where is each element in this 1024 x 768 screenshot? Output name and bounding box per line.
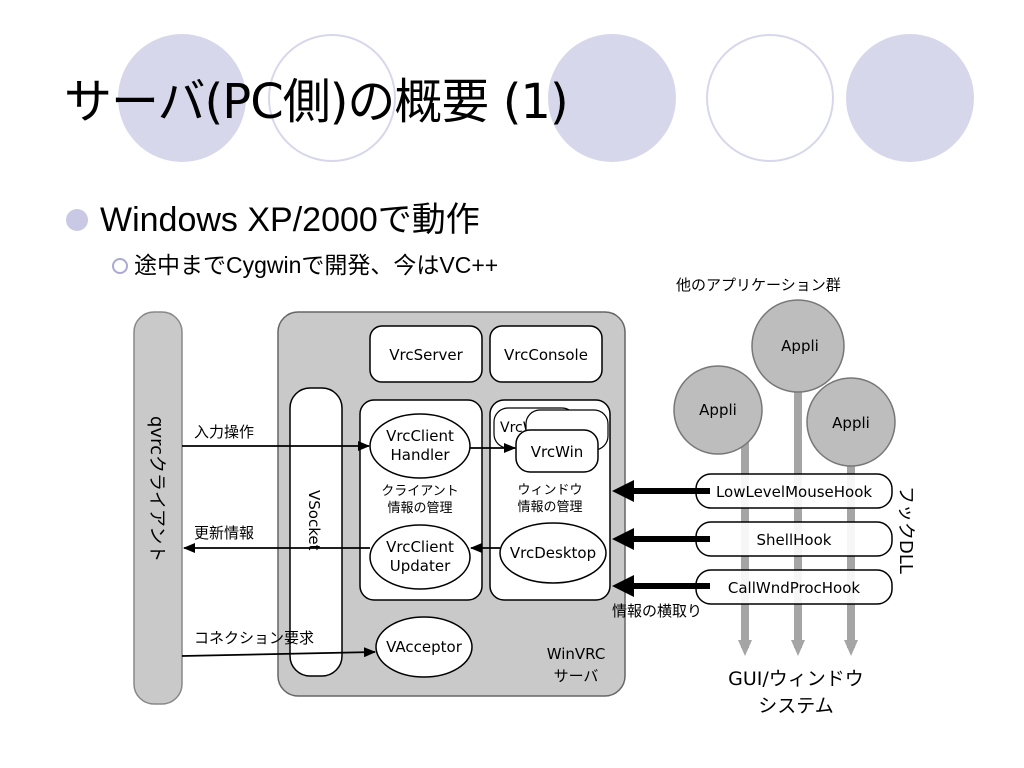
header-deco-circle-4 — [706, 34, 834, 162]
vsocket-bar — [289, 387, 343, 677]
appli-bubble-left — [673, 365, 763, 455]
vrcclient-updater-line1: VrcClient — [386, 538, 454, 556]
gui-system-line2: システム — [758, 695, 833, 717]
vacceptor-label: VAcceptor — [386, 638, 463, 656]
vrcserver-box — [369, 325, 483, 383]
appli-bubble-top — [751, 299, 845, 393]
appli-bubble-right — [806, 377, 896, 467]
vrcclient-handler-node — [369, 413, 471, 479]
vrcclient-updater-line2: Updater — [390, 557, 451, 575]
vrcclient-handler-line1: VrcClient — [386, 427, 454, 445]
header-deco-circle-5 — [846, 34, 974, 162]
vrcdesktop-label: VrcDesktop — [510, 544, 596, 562]
intercept-label: 情報の横取り — [612, 602, 702, 620]
window-mgmt-line2: 情報の管理 — [517, 500, 582, 515]
update-info-label: 更新情報 — [194, 524, 254, 542]
vsocket-label: VSocket — [305, 490, 323, 551]
vrcdesktop-node — [499, 522, 607, 584]
vrcwin-box — [515, 429, 599, 473]
connection-req-arrow — [181, 647, 376, 658]
header-deco-circle-2 — [268, 34, 396, 162]
slide-title: サーバ(PC側)の概要 (1) — [64, 74, 569, 130]
intercept-arrow-2-head — [612, 528, 634, 550]
bullet-level-1: Windows XP/2000で動作 — [66, 192, 480, 241]
header-deco-circle-3 — [548, 34, 676, 162]
appli-bubble-top-label: Appli — [781, 337, 819, 355]
gui-system-line1: GUI/ウィンドウ — [728, 668, 864, 690]
bullet-2-text: 途中までCygwinで開発、今はVC++ — [134, 252, 499, 278]
winvrc-caption-line2: サーバ — [554, 667, 599, 685]
header-deco-circle-1 — [118, 34, 246, 162]
intercept-arrow-1-head — [612, 480, 634, 502]
intercept-arrow-3-head — [612, 575, 634, 597]
winvrc-caption-line1: WinVRC — [547, 645, 606, 663]
appli-bubble-left-label: Appli — [699, 401, 737, 419]
hook-callwnd-label: CallWndProcHook — [728, 579, 861, 597]
client-label: qvrcクライアント — [146, 416, 167, 562]
input-op-label: 入力操作 — [194, 423, 254, 441]
hook-shell-label: ShellHook — [757, 531, 832, 549]
hook-lowlevel-label: LowLevelMouseHook — [716, 483, 872, 501]
client-mgmt-line2: 情報の管理 — [387, 501, 452, 516]
bullet-ring-icon — [112, 257, 128, 274]
vrcwin-label: VrcWin — [531, 443, 584, 461]
vrcclient-updater-node — [369, 524, 471, 590]
bullet-level-2: 途中までCygwinで開発、今はVC++ — [112, 246, 498, 280]
vrcconsole-box — [489, 325, 603, 383]
connection-req-label: コネクション要求 — [194, 629, 314, 647]
other-apps-label: 他のアプリケーション群 — [676, 276, 841, 294]
bullet-1-text: Windows XP/2000で動作 — [100, 201, 480, 239]
vacceptor-node — [375, 616, 473, 678]
vrcconsole-label: VrcConsole — [504, 346, 588, 364]
client-panel — [133, 311, 183, 705]
bullet-dot-icon — [66, 209, 88, 232]
client-mgmt-line1: クライアント — [381, 484, 458, 499]
window-mgmt-line1: ウィンドウ — [517, 483, 582, 498]
hook-dll-label: フックDLL — [895, 486, 916, 574]
vrcserver-label: VrcServer — [389, 346, 463, 364]
vrcclient-handler-line2: Handler — [390, 446, 450, 464]
appli-bubble-right-label: Appli — [832, 414, 870, 432]
